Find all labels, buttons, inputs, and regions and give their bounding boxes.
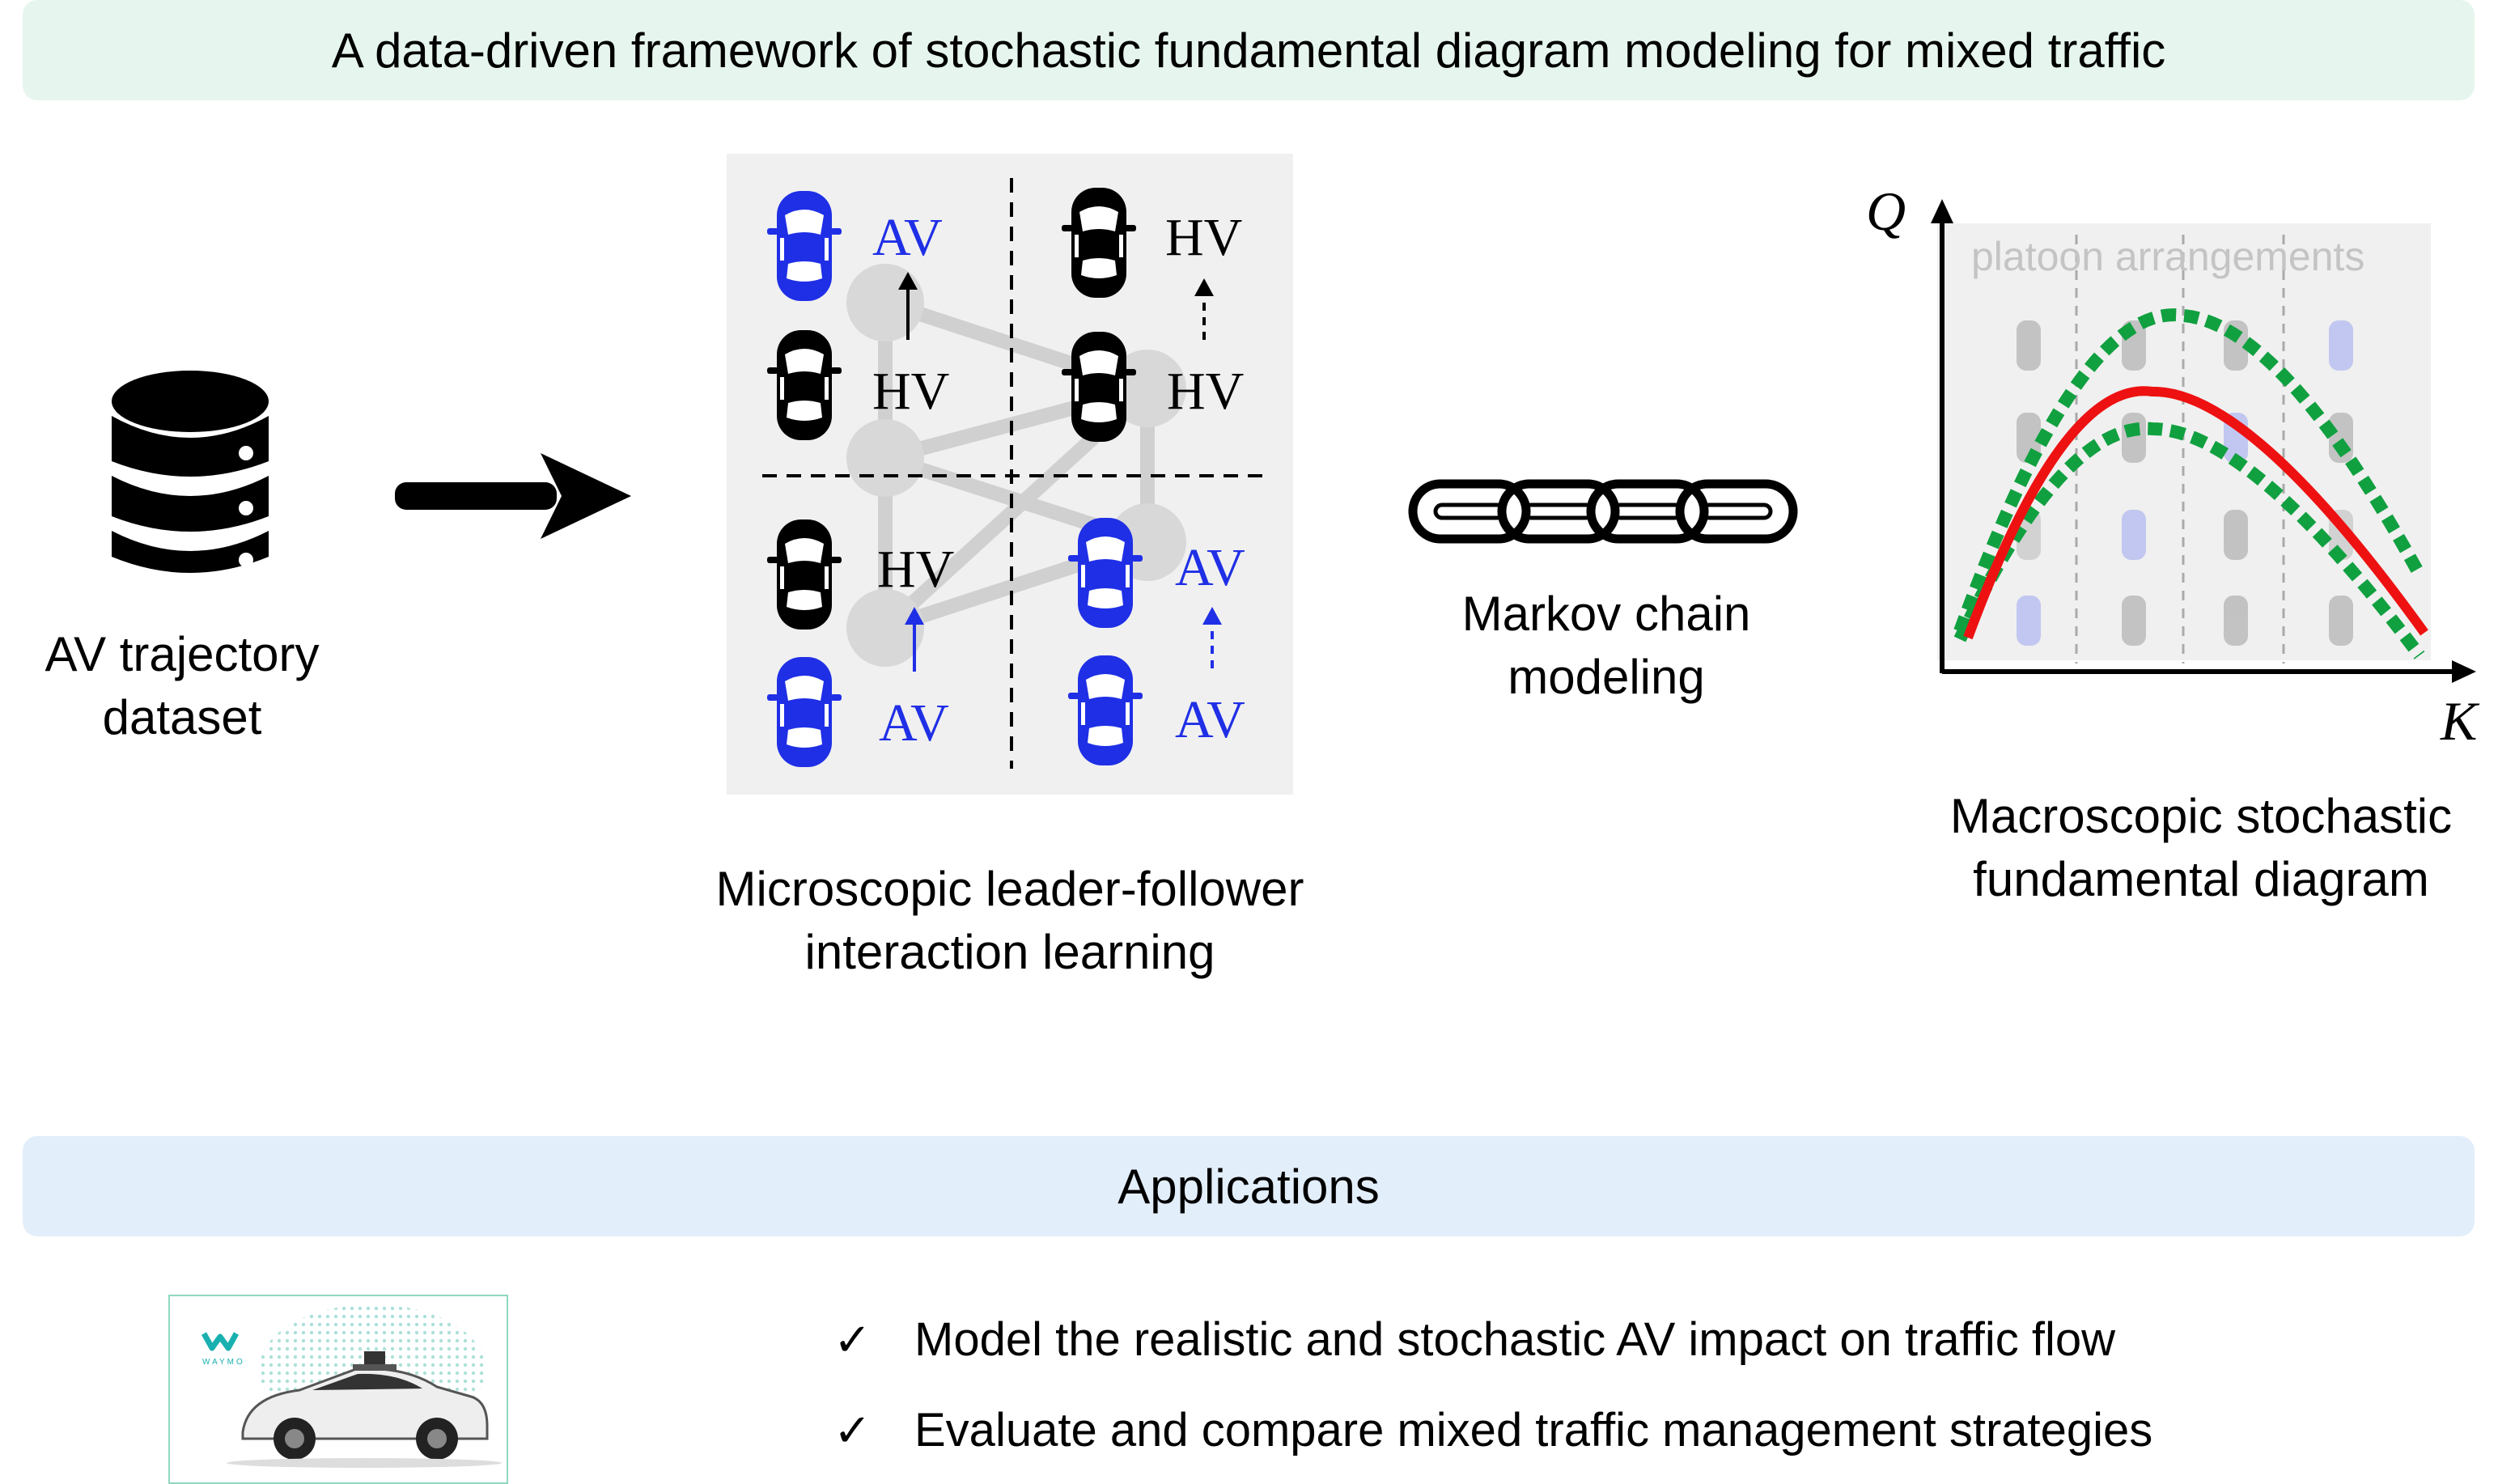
fd-caption-line1: Macroscopic stochastic bbox=[1949, 789, 2453, 843]
leader-follower-panel bbox=[727, 154, 1293, 795]
q1-follower-label: HV bbox=[872, 362, 950, 421]
car-av-q1-leader bbox=[767, 191, 842, 301]
car-av-q4-follower bbox=[1068, 655, 1143, 765]
dataset-caption-line2: dataset bbox=[102, 690, 262, 744]
checkmark-icon: ✓ bbox=[833, 1313, 872, 1365]
fd-upper-bound bbox=[1953, 308, 2426, 634]
q4-leader-label: AV bbox=[1175, 538, 1245, 597]
title-banner: A data-driven framework of stochastic fu… bbox=[23, 0, 2475, 100]
dataset-caption-line1: AV trajectory bbox=[45, 627, 320, 681]
fundamental-diagram bbox=[1931, 199, 2476, 683]
waymo-image: WAYMO bbox=[168, 1295, 508, 1484]
chain-link-icon bbox=[1408, 479, 1798, 544]
micro-caption-line1: Microscopic leader-follower bbox=[715, 862, 1304, 916]
car-av-q4-leader bbox=[1068, 518, 1143, 628]
application-item-2-text: Evaluate and compare mixed traffic manag… bbox=[914, 1404, 2153, 1456]
dataset-caption: AV trajectory dataset bbox=[16, 623, 348, 749]
fd-inner-label: platoon arrangements bbox=[1971, 234, 2365, 279]
application-item-1-text: Model the realistic and stochastic AV im… bbox=[914, 1313, 2115, 1366]
fd-lower-bound bbox=[1953, 422, 2425, 659]
car-hv-q2-follower bbox=[1062, 332, 1136, 442]
car-av-q3-follower bbox=[767, 657, 842, 767]
database-icon bbox=[112, 371, 269, 573]
micro-caption-line2: interaction learning bbox=[804, 925, 1215, 979]
q2-leader-label: HV bbox=[1165, 208, 1243, 267]
fd-caption: Macroscopic stochastic fundamental diagr… bbox=[1910, 785, 2492, 911]
applications-title: Applications bbox=[1118, 1159, 1380, 1214]
car-hv-q3-leader bbox=[767, 519, 842, 630]
application-item-2: ✓ Evaluate and compare mixed traffic man… bbox=[833, 1403, 2152, 1457]
q3-follower-label: AV bbox=[879, 693, 949, 753]
waymo-logo-text: WAYMO bbox=[202, 1358, 245, 1367]
q1-leader-label: AV bbox=[872, 208, 943, 267]
application-item-1: ✓ Model the realistic and stochastic AV … bbox=[833, 1312, 2115, 1367]
car-hv-q2-leader bbox=[1062, 188, 1136, 298]
q3-leader-label: HV bbox=[877, 540, 955, 599]
car-hv-q1-follower bbox=[767, 330, 842, 440]
arrow-right-icon bbox=[395, 453, 631, 539]
fd-mean-curve bbox=[1963, 386, 2428, 640]
micro-caption: Microscopic leader-follower interaction … bbox=[664, 858, 1356, 984]
waymo-logo-icon bbox=[201, 1332, 240, 1351]
fd-x-label: K bbox=[2441, 690, 2478, 752]
fd-y-label: Q bbox=[1866, 180, 1906, 242]
markov-caption-line2: modeling bbox=[1508, 650, 1705, 704]
applications-banner: Applications bbox=[23, 1136, 2475, 1236]
fd-caption-line2: fundamental diagram bbox=[1973, 852, 2429, 906]
q4-follower-label: AV bbox=[1175, 690, 1245, 749]
markov-caption-line1: Markov chain bbox=[1461, 587, 1751, 641]
page-title: A data-driven framework of stochastic fu… bbox=[331, 23, 2166, 78]
q2-follower-label: HV bbox=[1167, 362, 1245, 421]
markov-caption: Markov chain modeling bbox=[1424, 583, 1788, 709]
checkmark-icon: ✓ bbox=[833, 1404, 872, 1456]
